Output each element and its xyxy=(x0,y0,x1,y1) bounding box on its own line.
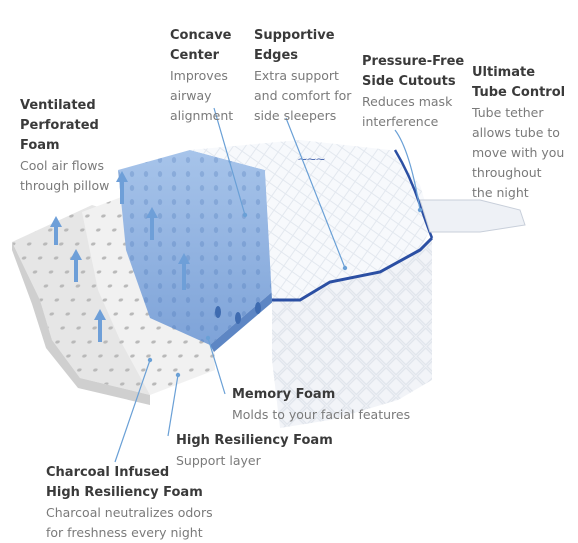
callout-title: Foam xyxy=(20,138,60,153)
airflow-arrows xyxy=(50,171,190,342)
callout-desc: airway xyxy=(170,88,212,103)
brand-logo-icon: ⁓⁓⁓ xyxy=(298,155,325,165)
callout-title: Pressure-Free xyxy=(362,54,465,69)
callout-desc: the night xyxy=(472,185,529,200)
airflow-arrow-icon xyxy=(146,207,158,240)
callout-desc: Molds to your facial features xyxy=(232,407,411,422)
callout-desc: Improves xyxy=(170,68,228,83)
callout-title: Center xyxy=(170,48,220,63)
callout-desc: throughout xyxy=(472,165,542,180)
airflow-arrow-icon xyxy=(94,309,106,342)
pillow-cover: ⁓⁓⁓ xyxy=(190,140,526,428)
callout-title: Ventilated xyxy=(20,98,96,113)
callout-desc: for freshness every night xyxy=(46,525,203,540)
callout-title: Edges xyxy=(254,48,299,63)
callout-title: Supportive xyxy=(254,28,335,43)
callout-memory-foam: Memory Foam Molds to your facial feature… xyxy=(232,385,410,425)
callout-desc: move with you xyxy=(472,145,565,160)
callout-desc: through pillow xyxy=(20,178,110,193)
callout-title: High Resiliency Foam xyxy=(46,485,203,500)
callout-title: Perforated xyxy=(20,118,99,133)
callout-high-resiliency: High Resiliency Foam Support layer xyxy=(176,431,333,471)
leader-lines xyxy=(114,107,421,463)
callout-title: Concave xyxy=(170,28,232,43)
callout-desc: allows tube to xyxy=(472,125,560,140)
airflow-arrow-icon xyxy=(116,171,128,204)
callout-title: Tube Control xyxy=(472,85,566,100)
airflow-arrow-icon xyxy=(50,216,62,245)
callout-desc: Cool air flows xyxy=(20,158,104,173)
callout-title: Memory Foam xyxy=(232,387,336,402)
callout-desc: Tube tether xyxy=(472,105,544,120)
memory-foam-layer xyxy=(118,150,275,352)
callout-desc: Extra support xyxy=(254,68,339,83)
callout-desc: Charcoal neutralizes odors xyxy=(46,505,213,520)
callout-title: Charcoal Infused xyxy=(46,465,170,480)
callout-title: Ultimate xyxy=(472,65,536,80)
callout-title: Side Cutouts xyxy=(362,74,456,89)
callout-desc: side sleepers xyxy=(254,108,337,123)
callout-desc: and comfort for xyxy=(254,88,352,103)
callout-desc: Support layer xyxy=(176,453,261,468)
airflow-arrow-icon xyxy=(70,249,82,282)
callout-desc: alignment xyxy=(170,108,234,123)
callout-title: High Resiliency Foam xyxy=(176,433,333,448)
callout-desc: Reduces mask xyxy=(362,94,453,109)
airflow-arrow-icon xyxy=(178,253,190,290)
callout-desc: interference xyxy=(362,114,439,129)
